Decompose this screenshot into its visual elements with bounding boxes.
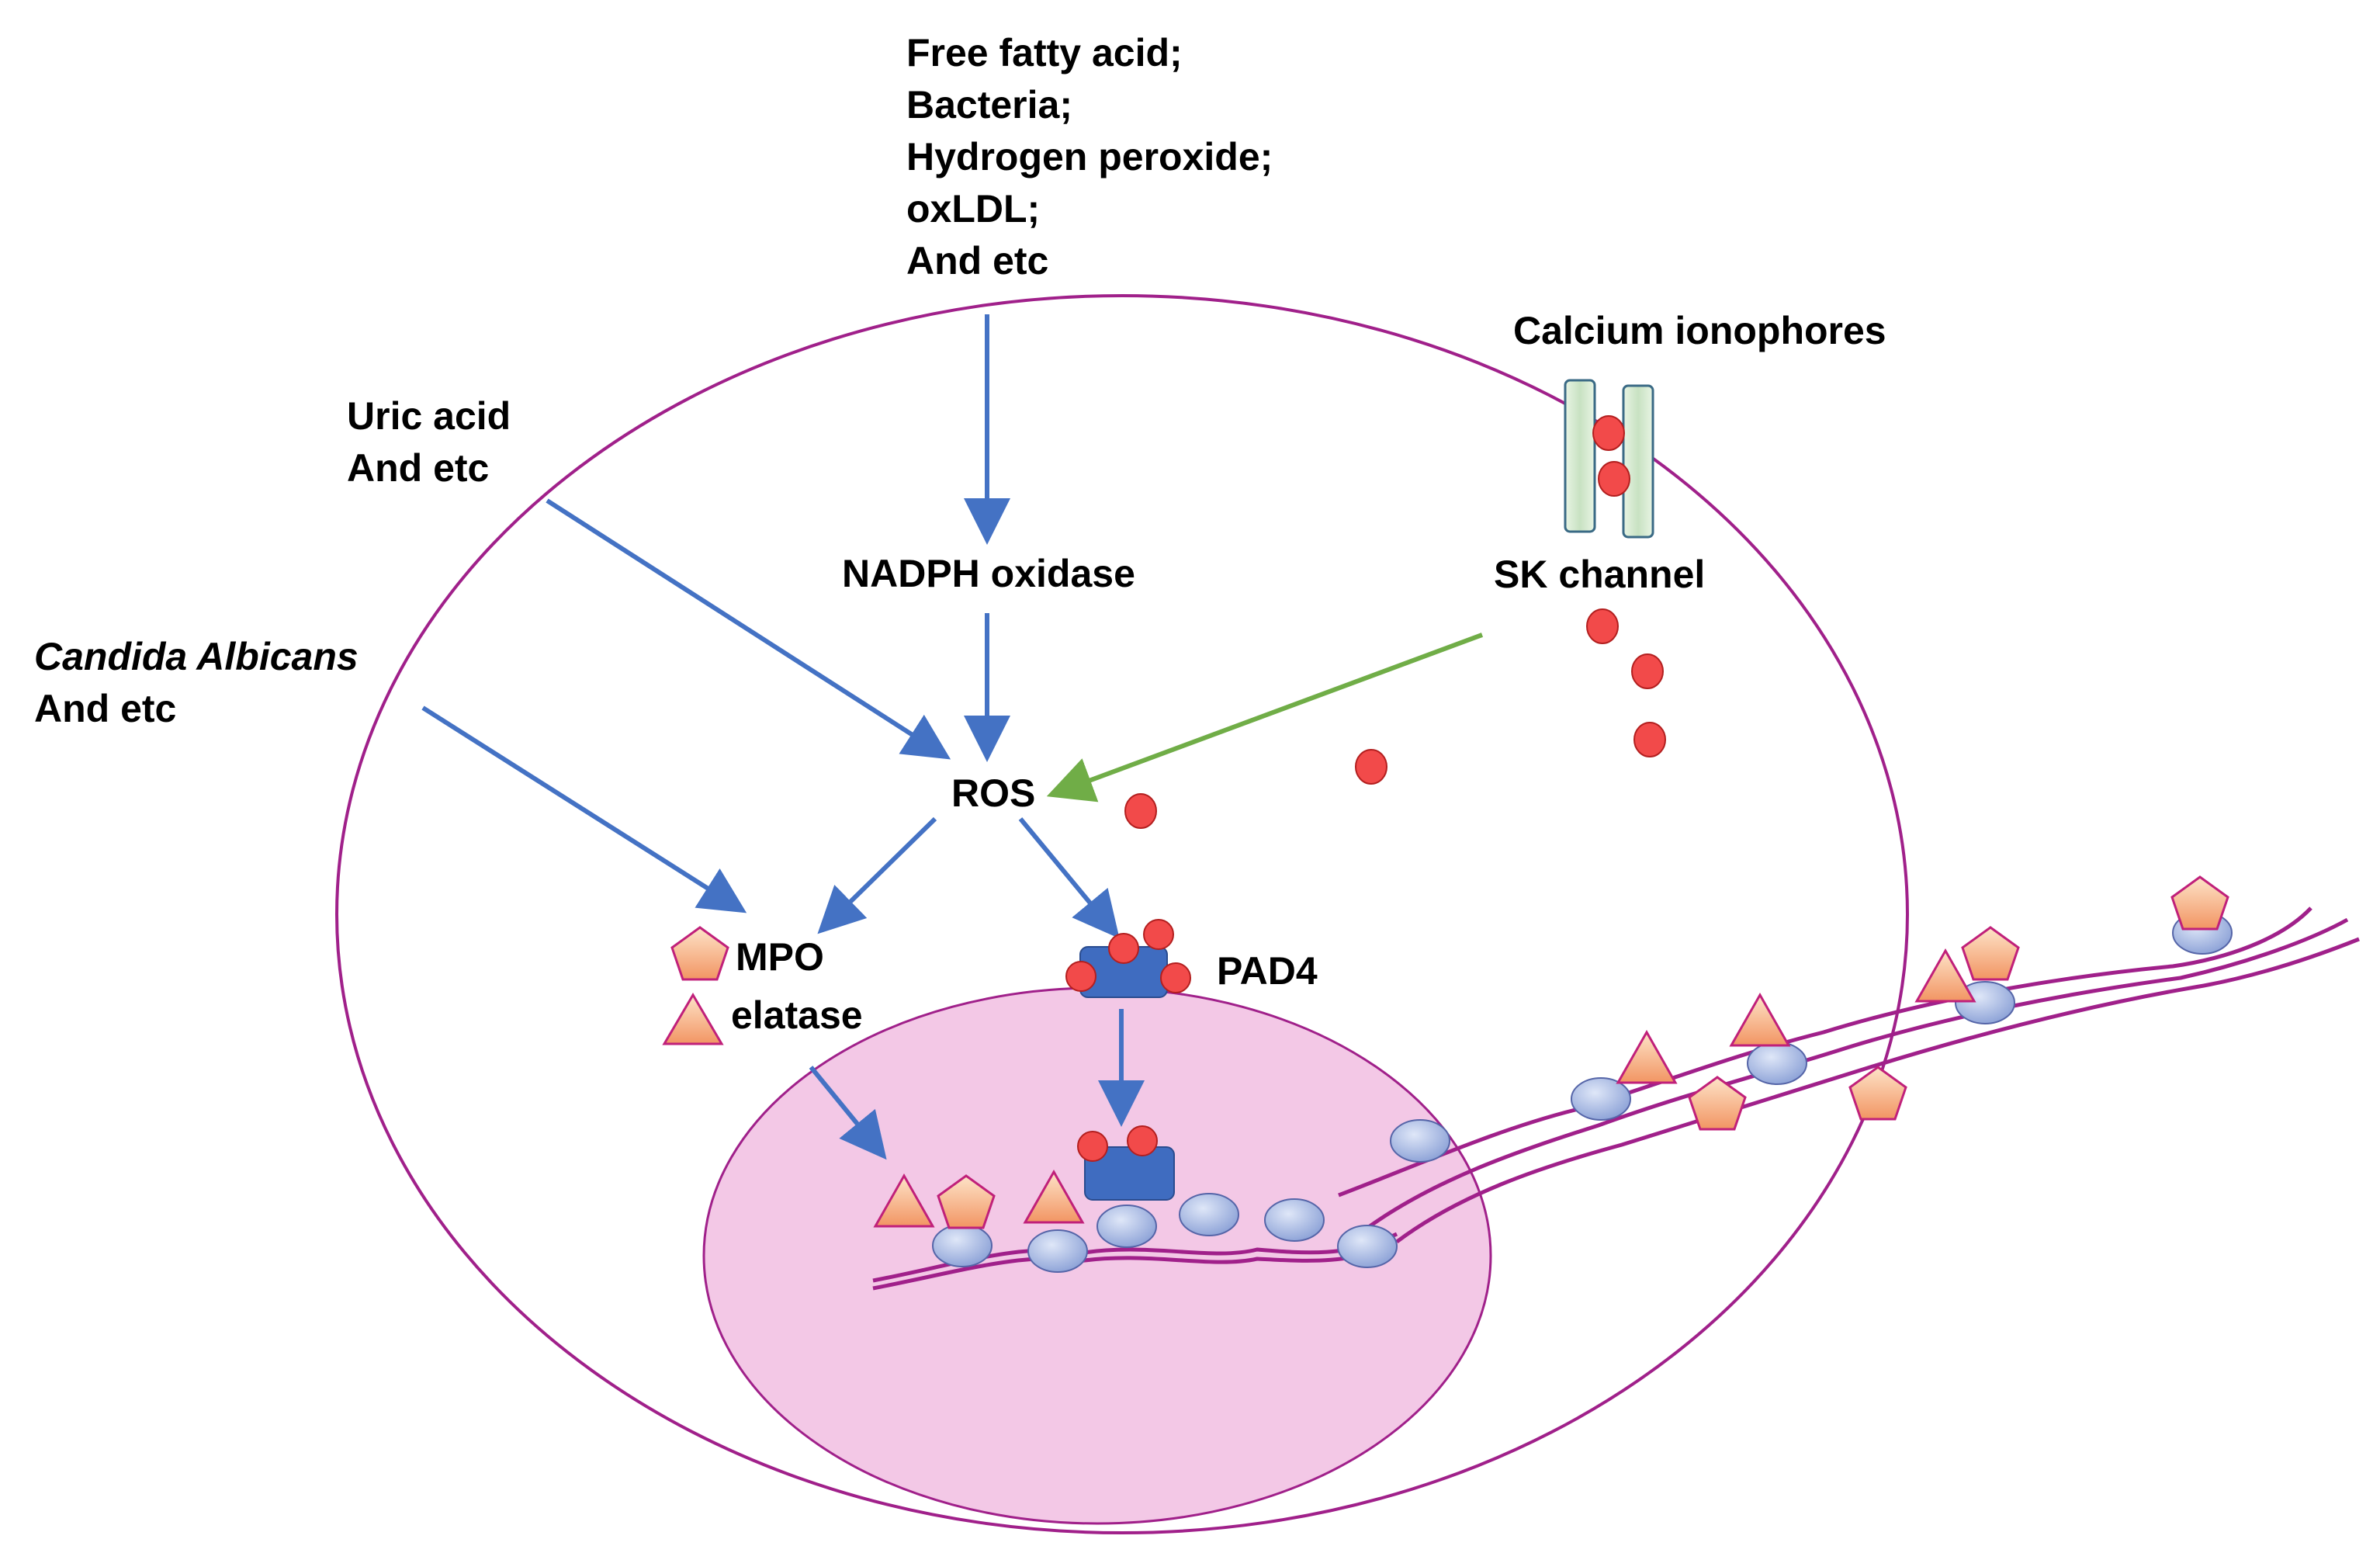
pad4-enzyme-icon: [1065, 919, 1191, 998]
arrow-uric-to-ros: [546, 498, 951, 760]
calcium-ion: [1586, 608, 1619, 644]
elastase-icon: [1914, 948, 1976, 1003]
stimulus-line: Bacteria;: [906, 83, 1072, 127]
arrow-proteases-to-chromatin: [809, 1066, 887, 1160]
stimulus-line: oxLDL;: [906, 187, 1040, 231]
uric-acid-line: And etc: [347, 446, 489, 490]
elastase-icon: [873, 1173, 935, 1228]
elastase-legend-icon: [662, 993, 724, 1045]
mpo-label: MPO: [736, 935, 824, 979]
calcium-ion: [1592, 415, 1625, 451]
histone-icon: [1571, 1077, 1631, 1121]
arrow-sk-to-ros: [1046, 633, 1484, 802]
candida-etc: And etc: [34, 687, 176, 730]
calcium-ion: [1124, 793, 1157, 829]
sk-channel-label: SK channel: [1494, 553, 1705, 596]
mpo-icon: [937, 1174, 996, 1229]
mpo-icon: [1848, 1066, 1907, 1121]
cell-membrane: [335, 294, 1909, 1534]
mpo-icon: [2170, 875, 2229, 931]
elastase-label: elatase: [731, 993, 863, 1037]
candida-name: Candida Albicans: [34, 635, 359, 678]
calcium-ionophores-label: Calcium ionophores: [1513, 309, 1886, 352]
uric-acid-label: Uric acid And etc: [347, 394, 521, 490]
histones: [932, 911, 2233, 1273]
histone-icon: [1337, 1225, 1398, 1268]
uric-acid-line: Uric acid: [347, 394, 511, 438]
elastase-icon: [1023, 1169, 1085, 1224]
pad4-nuclear-icon: [1077, 1125, 1175, 1201]
stimuli-top-label: Free fatty acid; Bacteria; Hydrogen pero…: [906, 31, 1284, 283]
mpo-icon: [1688, 1076, 1747, 1131]
histone-icon: [932, 1224, 993, 1267]
elastase-icon: [1616, 1029, 1678, 1084]
mpo-legend-icon: [670, 926, 729, 981]
histone-icon: [1096, 1205, 1157, 1248]
pad4-label: PAD4: [1217, 949, 1318, 993]
calcium-ion: [1598, 461, 1630, 497]
candida-label: Candida Albicans And etc: [34, 635, 369, 730]
stimulus-line: Hydrogen peroxide;: [906, 135, 1273, 179]
arrow-ros-to-pad4: [1018, 817, 1120, 939]
calcium-ion: [1355, 749, 1387, 785]
arrow-candida-to-mpo: [421, 705, 747, 913]
calcium-ion: [1633, 722, 1666, 757]
stimulus-line: And etc: [906, 239, 1048, 283]
nadph-oxidase-label: NADPH oxidase: [842, 552, 1135, 595]
pathway-arrows: [421, 314, 1484, 1160]
histone-icon: [1747, 1042, 1807, 1085]
stimulus-line: Free fatty acid;: [906, 31, 1183, 75]
calcium-ion: [1631, 653, 1664, 689]
granule-proteins: [662, 875, 2229, 1229]
histone-icon: [1179, 1193, 1239, 1236]
arrow-ros-to-mpo: [817, 816, 937, 934]
histone-icon: [1264, 1198, 1325, 1242]
calcium-ions: [1124, 415, 1666, 829]
mpo-icon: [1961, 926, 2020, 981]
ros-label: ROS: [951, 771, 1035, 815]
histone-icon: [1390, 1119, 1450, 1163]
histone-icon: [1027, 1229, 1088, 1273]
sk-channel-icon: [1564, 379, 1654, 539]
elastase-icon: [1729, 992, 1791, 1047]
